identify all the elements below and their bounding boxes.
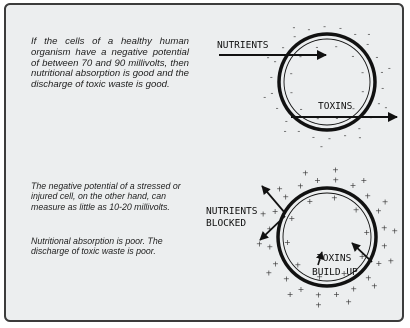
negative-charge-symbol: - bbox=[388, 64, 391, 73]
positive-charge-symbol: + bbox=[260, 210, 267, 219]
negative-charge-symbol: - bbox=[282, 43, 285, 52]
positive-charge-symbol: + bbox=[284, 238, 291, 247]
positive-charge-symbol: + bbox=[272, 260, 279, 269]
negative-charge-symbol: - bbox=[323, 22, 326, 31]
negative-charge-symbol: - bbox=[300, 105, 303, 114]
positive-charge-symbol: + bbox=[332, 166, 339, 175]
toxins-build-up-label-line1: TOXINS bbox=[317, 253, 352, 264]
negative-charge-symbol: - bbox=[293, 23, 296, 32]
nutrients-blocked-arrow-down bbox=[260, 216, 285, 240]
nutrients-blocked-label-line2: BLOCKED bbox=[206, 218, 246, 229]
negative-charge-symbol: - bbox=[297, 126, 300, 135]
positive-charge-symbol: + bbox=[331, 194, 338, 203]
positive-charge-symbol: + bbox=[350, 285, 357, 294]
nutrients-blocked-label-line1: NUTRIENTS bbox=[206, 206, 258, 217]
healthy-cell-inner-ring bbox=[284, 39, 370, 125]
negative-charge-symbol: - bbox=[366, 40, 369, 49]
negative-charge-symbol: - bbox=[361, 68, 364, 77]
negative-charge-symbol: - bbox=[352, 104, 355, 113]
positive-charge-symbol: + bbox=[375, 206, 382, 215]
positive-charge-symbol: + bbox=[376, 259, 383, 268]
negative-charge-symbol: - bbox=[290, 69, 293, 78]
negative-charge-symbol: - bbox=[293, 32, 296, 41]
positive-charge-symbol: + bbox=[287, 290, 294, 299]
negative-charge-symbol: - bbox=[263, 93, 266, 102]
negative-charge-symbol: - bbox=[381, 84, 384, 93]
nutrients-label: NUTRIENTS bbox=[217, 40, 269, 51]
positive-charge-symbol: + bbox=[314, 176, 321, 185]
healthy-cell-membrane bbox=[279, 34, 375, 130]
negative-charge-symbol: - bbox=[375, 53, 378, 62]
positive-charge-symbol: + bbox=[297, 182, 304, 191]
positive-charge-symbol: + bbox=[256, 240, 263, 249]
positive-charge-symbol: + bbox=[345, 298, 352, 307]
negative-charge-symbol: - bbox=[381, 68, 384, 77]
positive-charge-symbol: + bbox=[332, 176, 339, 185]
negative-charge-symbol: - bbox=[339, 24, 342, 33]
positive-charge-symbol: + bbox=[298, 285, 305, 294]
toxins-label: TOXINS bbox=[318, 101, 353, 112]
negative-charge-symbol: - bbox=[351, 52, 354, 61]
negative-charge-symbol: - bbox=[274, 57, 277, 66]
negative-charge-symbol: - bbox=[270, 72, 273, 81]
positive-charge-symbol: + bbox=[333, 290, 340, 299]
stressed-cell-diagram: ++++++++++++++++++++++++++++++++++++++++… bbox=[206, 166, 398, 310]
positive-charge-symbol: + bbox=[315, 290, 322, 299]
negative-charge-symbol: - bbox=[271, 88, 274, 97]
positive-charge-symbol: + bbox=[363, 228, 370, 237]
negative-charge-symbol: - bbox=[290, 88, 293, 97]
negative-charge-symbol: - bbox=[361, 87, 364, 96]
negative-charge-symbol: - bbox=[316, 114, 319, 123]
negative-charge-symbol: - bbox=[354, 30, 357, 39]
positive-charge-symbol: + bbox=[382, 198, 389, 207]
negative-charge-symbol: - bbox=[285, 116, 288, 125]
positive-charge-symbol: + bbox=[276, 184, 283, 193]
positive-charge-symbol: + bbox=[388, 256, 395, 265]
negative-charge-symbol: - bbox=[276, 103, 279, 112]
toxins-build-up-label-line2: BUILD UP bbox=[312, 267, 358, 278]
negative-charge-symbol: - bbox=[335, 42, 338, 51]
positive-charge-symbol: + bbox=[272, 207, 279, 216]
positive-charge-symbol: + bbox=[307, 197, 314, 206]
positive-charge-symbol: + bbox=[315, 301, 322, 310]
positive-charge-symbol: + bbox=[353, 206, 360, 215]
negative-charge-symbol: - bbox=[367, 30, 370, 39]
positive-charge-symbol: + bbox=[391, 226, 398, 235]
negative-charge-symbol: - bbox=[307, 25, 310, 34]
positive-charge-symbol: + bbox=[295, 261, 302, 270]
positive-charge-symbol: + bbox=[371, 282, 378, 291]
negative-charge-symbol: - bbox=[312, 132, 315, 141]
positive-charge-symbol: + bbox=[350, 181, 357, 190]
negative-charge-symbol: - bbox=[328, 134, 331, 143]
positive-charge-symbol: + bbox=[381, 242, 388, 251]
negative-charge-symbol: - bbox=[358, 124, 361, 133]
positive-charge-symbol: + bbox=[361, 176, 368, 185]
negative-charge-symbol: - bbox=[384, 103, 387, 112]
positive-charge-symbol: + bbox=[266, 243, 273, 252]
negative-charge-symbol: - bbox=[320, 142, 323, 151]
negative-charge-symbol: - bbox=[299, 52, 302, 61]
negative-charge-symbol: - bbox=[316, 42, 319, 51]
positive-charge-symbol: + bbox=[266, 268, 273, 277]
positive-charge-symbol: + bbox=[364, 192, 371, 201]
positive-charge-symbol: + bbox=[381, 224, 388, 233]
positive-charge-symbol: + bbox=[282, 192, 289, 201]
negative-charge-symbol: - bbox=[336, 114, 339, 123]
positive-charge-symbol: + bbox=[283, 274, 290, 283]
negative-charge-symbol: - bbox=[284, 126, 287, 135]
negative-charge-symbol: - bbox=[377, 99, 380, 108]
healthy-cell-diagram: ----------------------------------------… bbox=[217, 22, 397, 151]
positive-charge-symbol: + bbox=[289, 214, 296, 223]
positive-charge-symbol: + bbox=[302, 169, 309, 178]
negative-charge-symbol: - bbox=[359, 133, 362, 142]
negative-charge-symbol: - bbox=[344, 131, 347, 140]
